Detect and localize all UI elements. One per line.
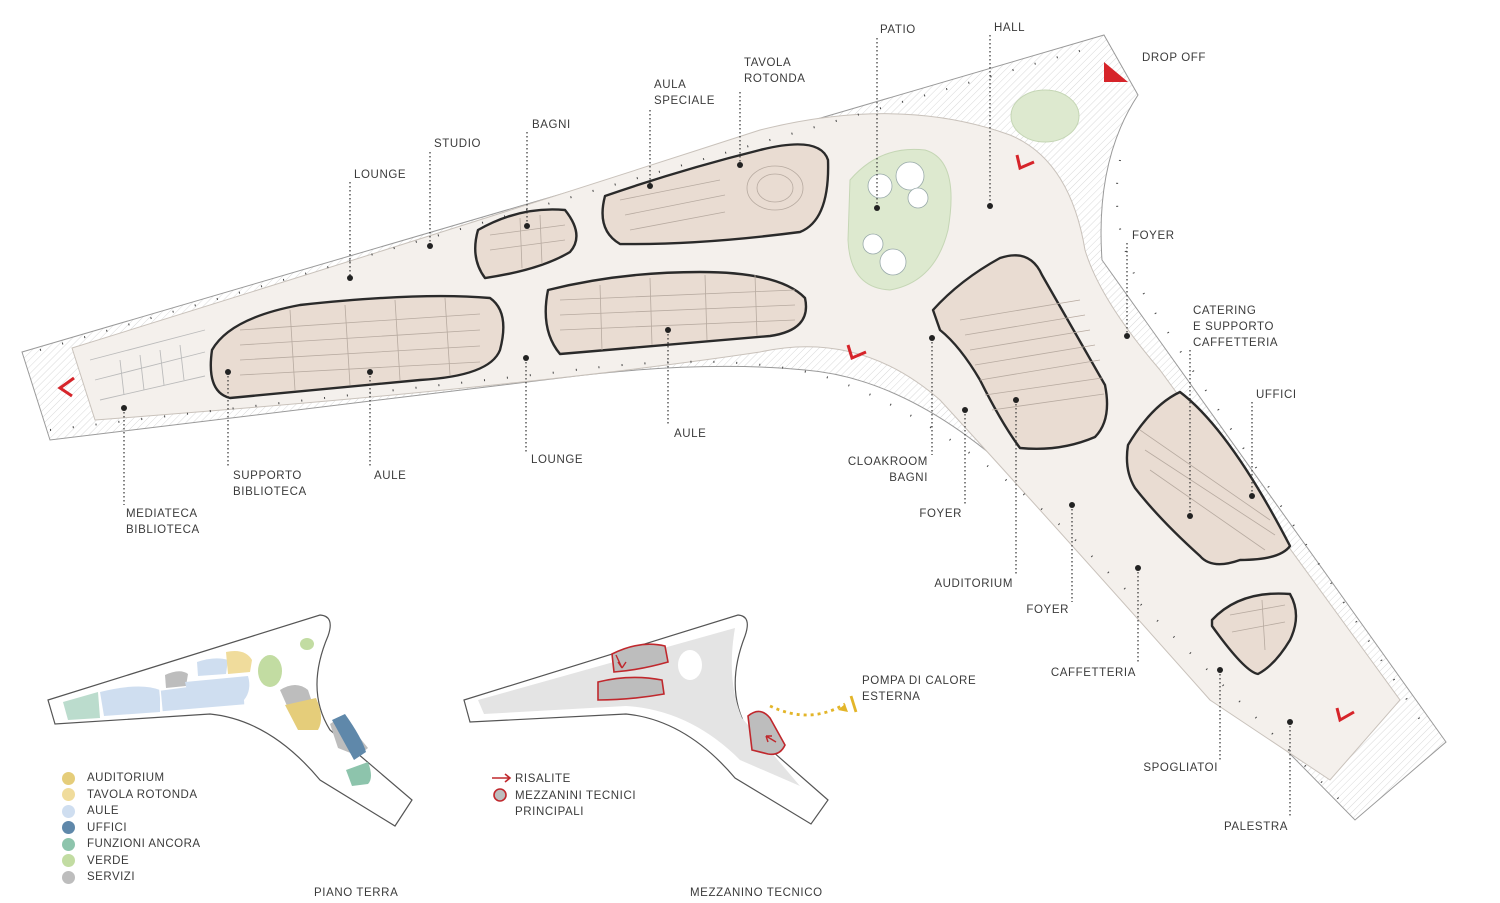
label-aula-speciale: AULA SPECIALE	[654, 79, 716, 107]
legend-swatch-auditorium	[62, 771, 75, 785]
legend-swatch-aule	[62, 804, 75, 818]
legend-label: SERVIZI	[87, 871, 136, 884]
drop-off-arrow	[1104, 62, 1128, 82]
label-cloakroom: CLOAKROOM BAGNI	[847, 456, 928, 484]
entrance-arrow-hall	[1015, 154, 1035, 171]
legend-swatch-servizi	[62, 870, 75, 884]
site-boundary	[21, 34, 1447, 821]
legend-swatch-uffici	[62, 821, 75, 835]
label-tavola-rotonda: TAVOLA ROTONDA	[744, 57, 806, 85]
label-foyer-low: FOYER	[1026, 604, 1069, 616]
caption-piano-terra: PIANO TERRA	[314, 887, 399, 899]
label-foyer-mid: FOYER	[919, 508, 962, 520]
mezzanine-left	[597, 676, 665, 701]
label-caffetteria: CAFFETTERIA	[1050, 667, 1136, 679]
label-pompa-calore: POMPA DI CALORE ESTERNA	[862, 675, 977, 703]
legend-label: VERDE	[87, 854, 130, 867]
entrance-arrow-palestra	[1335, 707, 1355, 723]
label-lounge-top: LOUNGE	[354, 169, 407, 181]
mezzanino-tecnico-diagram	[463, 614, 858, 825]
legend-risalite: RISALITE	[515, 773, 571, 785]
label-aule-right: AULE	[674, 428, 707, 440]
label-hall: HALL	[994, 22, 1026, 34]
label-palestra: PALESTRA	[1223, 821, 1288, 833]
legend-label: AUDITORIUM	[87, 772, 165, 785]
legend-label: TAVOLA ROTONDA	[87, 788, 198, 801]
legend-label: FUNZIONI ANCORA	[87, 838, 201, 851]
label-catering: CATERING E SUPPORTO CAFFETTERIA	[1193, 305, 1279, 349]
mezzanine-symbol	[493, 788, 507, 802]
label-foyer-top: FOYER	[1132, 230, 1175, 242]
label-bagni: BAGNI	[532, 119, 571, 131]
mezzanine-right	[747, 710, 786, 756]
label-drop-off: DROP OFF	[1142, 52, 1207, 64]
label-lounge-bottom: LOUNGE	[531, 454, 584, 466]
room-aula-speciale-tavola	[601, 143, 830, 246]
green-drop-off	[1010, 89, 1080, 143]
room-auditorium	[931, 254, 1109, 451]
legend-swatch-tavola-rotonda	[62, 788, 75, 802]
legend-functions: AUDITORIUM TAVOLA ROTONDA AULE UFFICI FU…	[62, 770, 201, 886]
label-auditorium: AUDITORIUM	[934, 578, 1013, 590]
label-uffici: UFFICI	[1256, 389, 1297, 401]
building-floor	[71, 113, 1401, 781]
label-mediateca: MEDIATECA BIBLIOTECA	[126, 508, 200, 536]
legend-label: UFFICI	[87, 821, 128, 834]
legend-swatch-verde	[62, 854, 75, 868]
label-studio: STUDIO	[434, 138, 482, 150]
label-patio: PATIO	[880, 24, 916, 36]
entrance-arrow-west	[57, 376, 75, 398]
legend-swatch-funzioni-ancora	[62, 837, 75, 851]
label-supporto-biblioteca: SUPPORTO BIBLIOTECA	[233, 470, 307, 498]
label-spogliatoi: SPOGLIATOI	[1143, 762, 1218, 774]
main-site-plan	[21, 34, 1447, 821]
legend-label: AULE	[87, 805, 120, 818]
room-spogliatoi	[1210, 592, 1298, 676]
mezzanine-top	[611, 643, 669, 673]
caption-mezzanino-tecnico: MEZZANINO TECNICO	[690, 887, 823, 899]
legend-mezzanini: MEZZANINI TECNICI PRINCIPALI	[515, 790, 637, 818]
risalite-arrow-icon	[492, 773, 512, 783]
room-catering-uffici	[1125, 390, 1292, 566]
piano-terra-diagram	[47, 614, 413, 827]
entrance-arrow-south	[846, 344, 867, 361]
label-aule-left: AULE	[374, 470, 407, 482]
